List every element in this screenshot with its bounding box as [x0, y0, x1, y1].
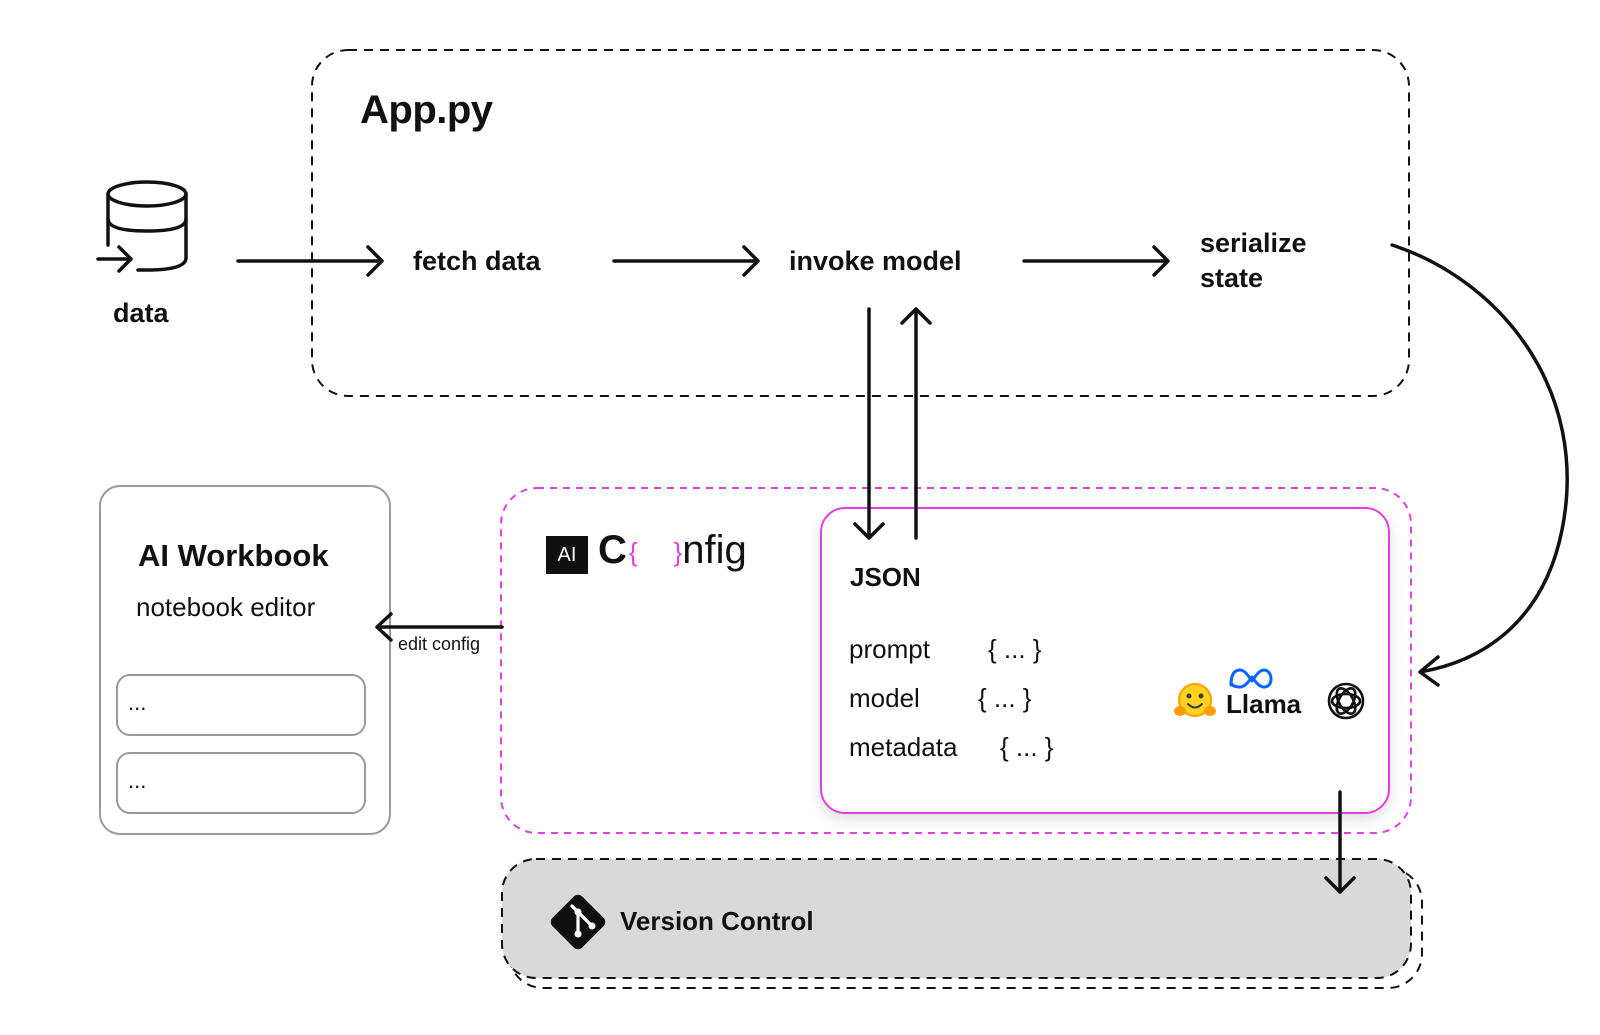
json-heading: JSON: [850, 562, 921, 592]
app-container: [311, 49, 1410, 397]
json-key-metadata: metadata: [849, 732, 958, 762]
arrow-data-to-fetch: [236, 245, 384, 277]
json-value-metadata: { ... }: [1000, 732, 1054, 762]
step-fetch-data: fetch data: [413, 246, 541, 276]
json-key-model: model: [849, 683, 920, 713]
logo-end: nfig: [682, 528, 747, 572]
arrow-fetch-to-invoke: [612, 245, 760, 277]
json-value-prompt: { ... }: [988, 634, 1042, 664]
openai-icon: [1327, 682, 1365, 720]
version-control-box: [501, 858, 1412, 979]
edit-config-label: edit config: [398, 634, 481, 654]
arrow-invoke-down: [853, 307, 885, 540]
aiconfig-container: [500, 487, 1412, 834]
flow-arrows: [236, 243, 1569, 894]
database-import-icon: [96, 180, 188, 273]
app-title: App.py: [360, 88, 493, 132]
data-label: data: [113, 298, 169, 328]
workbook-cell[interactable]: ...: [116, 674, 366, 736]
arrow-json-up: [900, 307, 932, 540]
step-serialize-line2: state: [1200, 263, 1264, 293]
hugging-face-icon: [1174, 683, 1216, 717]
arrow-invoke-to-serialize: [1022, 245, 1170, 277]
arrow-serialize-to-aiconfig: [1390, 243, 1569, 687]
workbook-container: [99, 485, 391, 835]
step-serialize-line1: serialize: [1200, 228, 1307, 258]
aiconfig-badge: AI: [546, 536, 588, 574]
workbook-cell[interactable]: ...: [116, 752, 366, 814]
llama-label: Llama: [1226, 689, 1302, 719]
json-value-model: { ... }: [978, 683, 1032, 713]
logo-brace-close: }: [673, 536, 683, 567]
json-card: [820, 507, 1390, 814]
cell-text: ...: [128, 768, 147, 793]
workbook-title: AI Workbook: [138, 538, 329, 573]
arrow-json-to-vc: [1324, 790, 1356, 894]
workbook-subtitle: notebook editor: [136, 592, 316, 622]
json-key-prompt: prompt: [849, 634, 930, 664]
aiconfig-logo: C{}nfig: [598, 528, 747, 573]
step-invoke-model: invoke model: [789, 246, 962, 276]
logo-start: C: [598, 528, 627, 572]
logo-brace-open: {: [628, 536, 638, 567]
git-icon: [550, 894, 606, 950]
meta-icon: [1229, 668, 1273, 689]
arrow-edit-config: [375, 612, 504, 642]
cell-text: ...: [128, 690, 147, 715]
version-control-label: Version Control: [620, 906, 814, 936]
